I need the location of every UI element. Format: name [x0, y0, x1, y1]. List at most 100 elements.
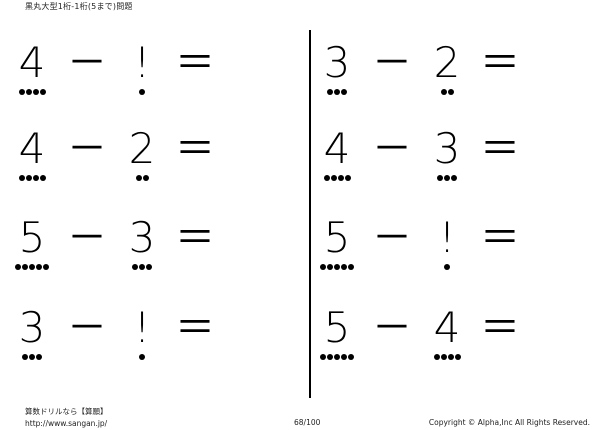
- counting-dot: [29, 354, 35, 360]
- counting-dot: [18, 175, 25, 181]
- problem: 3－2＝: [320, 42, 560, 102]
- footer-site-name: 算数ドリルなら【算願】: [25, 407, 108, 416]
- minuend-dots: [18, 89, 46, 95]
- copyright: Copyright © Alpha,Inc All Rights Reserve…: [428, 418, 590, 427]
- problem: 5－4＝: [320, 307, 560, 367]
- subtrahend-dots: [139, 354, 145, 360]
- counting-dot: [18, 89, 25, 95]
- equals-sign: ＝: [175, 305, 215, 351]
- subtrahend-dots: [135, 175, 149, 181]
- counting-dot: [440, 354, 447, 360]
- counting-dot: [330, 175, 337, 181]
- counting-dot: [327, 354, 333, 360]
- minus-sign: －: [372, 215, 412, 261]
- counting-dot: [447, 354, 454, 360]
- minuend-dots: [15, 264, 49, 270]
- counting-dot: [341, 89, 347, 95]
- equals-sign: ＝: [480, 126, 520, 172]
- equals-sign: ＝: [175, 40, 215, 86]
- footer-site: 算数ドリルなら【算願】 http://www.sangan.jp/: [25, 406, 108, 430]
- counting-dot: [447, 89, 454, 95]
- counting-dot: [327, 264, 333, 270]
- counting-dot: [320, 264, 326, 270]
- counting-dot: [344, 175, 351, 181]
- minuend: 5: [323, 213, 351, 262]
- subtrahend-dots: [437, 175, 457, 181]
- subtrahend: !: [133, 38, 151, 87]
- minuend: 5: [323, 303, 351, 352]
- footer-url[interactable]: http://www.sangan.jp/: [25, 419, 108, 428]
- counting-dot: [348, 264, 354, 270]
- minuend-dots: [327, 89, 347, 95]
- subtrahend-dots: [444, 264, 450, 270]
- minuend: 4: [323, 124, 351, 173]
- minuend-dots: [323, 175, 351, 181]
- subtrahend: 3: [128, 213, 156, 262]
- equals-sign: ＝: [480, 40, 520, 86]
- counting-dot: [135, 175, 142, 181]
- counting-dot: [43, 264, 49, 270]
- counting-dot: [440, 89, 447, 95]
- minus-sign: －: [67, 305, 107, 351]
- minuend: 3: [323, 38, 351, 87]
- counting-dot: [139, 89, 145, 95]
- counting-dot: [132, 264, 138, 270]
- equals-sign: ＝: [480, 305, 520, 351]
- counting-dot: [334, 354, 340, 360]
- counting-dot: [25, 89, 32, 95]
- subtrahend: !: [133, 303, 151, 352]
- subtrahend: 2: [128, 124, 156, 173]
- counting-dot: [146, 264, 152, 270]
- counting-dot: [139, 264, 145, 270]
- counting-dot: [320, 354, 326, 360]
- equals-sign: ＝: [175, 215, 215, 261]
- counting-dot: [323, 175, 330, 181]
- page-title: 黒丸大型1桁-1桁(5まで)問題: [25, 2, 133, 11]
- problem: 4－2＝: [15, 128, 255, 188]
- subtrahend: 3: [433, 124, 461, 173]
- counting-dot: [341, 354, 347, 360]
- minus-sign: －: [67, 215, 107, 261]
- subtrahend: 4: [433, 303, 461, 352]
- minuend-dots: [320, 264, 354, 270]
- problem: 4－3＝: [320, 128, 560, 188]
- problem: 3－!＝: [15, 307, 255, 367]
- subtrahend: 2: [433, 38, 461, 87]
- minuend-dots: [22, 354, 42, 360]
- minuend: 5: [18, 213, 46, 262]
- minus-sign: －: [372, 40, 412, 86]
- column-divider: [309, 30, 311, 398]
- counting-dot: [22, 354, 28, 360]
- counting-dot: [337, 175, 344, 181]
- counting-dot: [451, 175, 457, 181]
- counting-dot: [32, 89, 39, 95]
- counting-dot: [437, 175, 443, 181]
- equals-sign: ＝: [480, 215, 520, 261]
- subtrahend-dots: [139, 89, 145, 95]
- counting-dot: [341, 264, 347, 270]
- problem: 5－!＝: [320, 217, 560, 277]
- counting-dot: [433, 354, 440, 360]
- problem: 5－3＝: [15, 217, 255, 277]
- counting-dot: [22, 264, 28, 270]
- minus-sign: －: [372, 126, 412, 172]
- counting-dot: [36, 264, 42, 270]
- counting-dot: [29, 264, 35, 270]
- counting-dot: [32, 175, 39, 181]
- counting-dot: [25, 175, 32, 181]
- counting-dot: [334, 264, 340, 270]
- minus-sign: －: [372, 305, 412, 351]
- counting-dot: [39, 175, 46, 181]
- counting-dot: [454, 354, 461, 360]
- subtrahend: !: [438, 213, 456, 262]
- minuend: 4: [18, 124, 46, 173]
- counting-dot: [139, 354, 145, 360]
- counting-dot: [444, 175, 450, 181]
- page-number: 68/100: [294, 418, 321, 427]
- minus-sign: －: [67, 40, 107, 86]
- counting-dot: [348, 354, 354, 360]
- problem: 4－!＝: [15, 42, 255, 102]
- counting-dot: [334, 89, 340, 95]
- minus-sign: －: [67, 126, 107, 172]
- counting-dot: [444, 264, 450, 270]
